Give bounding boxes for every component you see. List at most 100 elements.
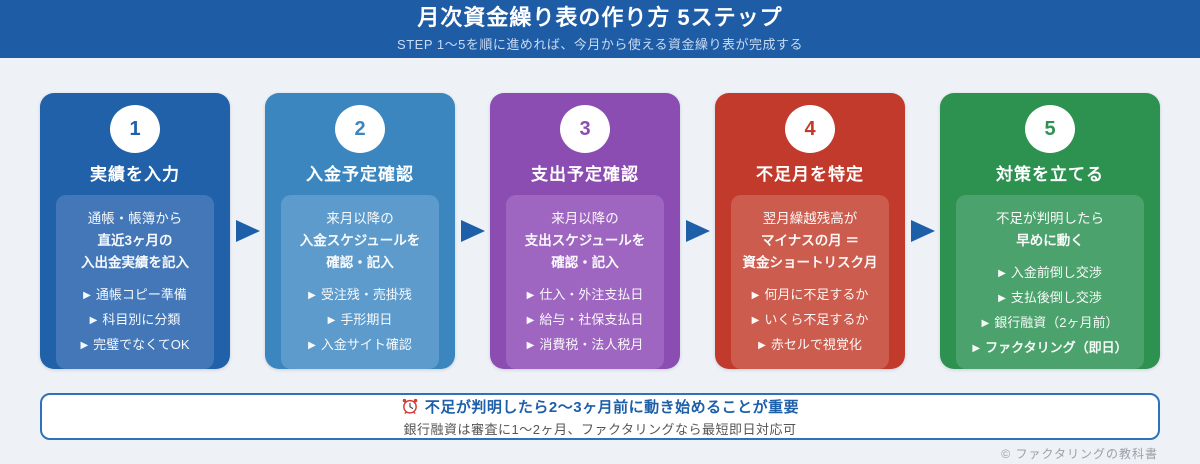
bullet-text: 入金サイト確認	[320, 337, 412, 352]
arrow-right-icon	[910, 220, 935, 242]
step-title: 不足月を特定	[756, 165, 864, 184]
step-detail-panel: 来月以降の 支出スケジュールを 確認・記入 ▶仕入・外注支払日 ▶給与・社保支払…	[506, 195, 664, 369]
page-title: 月次資金繰り表の作り方 5ステップ	[417, 4, 783, 30]
triangle-bullet-icon: ▶	[758, 340, 766, 351]
alarm-clock-icon	[401, 397, 419, 415]
bullet-item: ▶ 通帳コピー準備	[60, 283, 210, 308]
step-connector	[905, 93, 940, 369]
step-bullets: ▶ 入金前倒し交渉 ▶ 支払後倒し交渉 ▶ 銀行融資（2ヶ月前） ▶ ファクタリング（即…	[960, 261, 1140, 361]
page-subtitle: STEP 1〜5を順に進めれば、今月から使える資金繰り表が完成する	[397, 37, 803, 53]
step-lead: 通帳・帳簿から 直近3ヶ月の 入出金実績を記入	[60, 208, 210, 274]
triangle-bullet-icon: ▶	[83, 290, 91, 301]
bullet-item: ▶ 支払後倒し交渉	[960, 286, 1140, 311]
lead-line: 翌月繰越残高が	[762, 211, 858, 226]
bullet-item: ▶ 完璧でなくてOK	[60, 333, 210, 358]
arrow-right-icon	[685, 220, 710, 242]
bullet-text: 通帳コピー準備	[95, 287, 187, 302]
copyright: © ファクタリングの教科書	[1001, 447, 1158, 461]
bullet-text: いくら不足するか	[764, 312, 869, 327]
triangle-bullet-icon: ▶	[89, 315, 98, 326]
bullet-text: 受注残・売掛残	[320, 287, 412, 302]
step-bullets: ▶ 仕入・外注支払日 ▶給与・社保支払日 ▶ 消費税・法人税月	[510, 283, 660, 358]
step-card-2: 2 入金予定確認 来月以降の 入金スケジュールを 確認・記入 ▶受注残・売掛残 …	[265, 93, 455, 369]
note-headline-text: 不足が判明したら2〜3ヶ月前に動き始めることが重要	[424, 398, 800, 416]
bullet-text: 入金前倒し交渉	[1010, 265, 1102, 280]
triangle-bullet-icon: ▶	[80, 340, 89, 351]
step-number-badge: 5	[1025, 105, 1075, 153]
step-number: 3	[579, 117, 591, 140]
lead-line: 直近3ヶ月の	[97, 233, 173, 248]
lead-line: 早めに動く	[1016, 233, 1084, 248]
bullet-item: ▶ 仕入・外注支払日	[510, 283, 660, 308]
bullet-item: ▶ 手形期日	[285, 308, 435, 333]
step-number-badge: 2	[335, 105, 385, 153]
lead-line: 支出スケジュールを	[524, 233, 646, 248]
step-lead: 来月以降の 入金スケジュールを 確認・記入	[285, 208, 435, 274]
bullet-item: ▶受注残・売掛残	[285, 283, 435, 308]
bullet-item: ▶給与・社保支払日	[510, 308, 660, 333]
header-banner: 月次資金繰り表の作り方 5ステップ STEP 1〜5を順に進めれば、今月から使え…	[0, 0, 1200, 58]
lead-line: 不足が判明したら	[996, 211, 1104, 226]
bullet-text: 仕入・外注支払日	[539, 287, 644, 302]
triangle-bullet-icon: ▶	[327, 315, 336, 326]
lead-line: 来月以降の	[326, 211, 394, 226]
lead-line: 確認・記入	[326, 255, 394, 270]
step-detail-panel: 来月以降の 入金スケジュールを 確認・記入 ▶受注残・売掛残 ▶ 手形期日 ▶ 入金…	[281, 195, 439, 369]
step-card-1: 1 実績を入力 通帳・帳簿から 直近3ヶ月の 入出金実績を記入 ▶ 通帳コピー準備…	[40, 93, 230, 369]
step-number-badge: 3	[560, 105, 610, 153]
bullet-item: ▶ いくら不足するか	[735, 308, 885, 333]
triangle-bullet-icon: ▶	[998, 268, 1006, 279]
step-lead: 不足が判明したら 早めに動く	[960, 208, 1140, 252]
bullet-text: ファクタリング（即日）	[985, 340, 1128, 355]
step-title: 支出予定確認	[531, 165, 639, 184]
bullet-item: ▶ 消費税・法人税月	[510, 333, 660, 358]
lead-line: 入出金実績を記入	[81, 255, 189, 270]
bullet-text: 給与・社保支払日	[539, 312, 644, 327]
step-title: 実績を入力	[90, 165, 180, 184]
bullet-item: ▶ ファクタリング（即日）	[960, 336, 1140, 361]
arrow-right-icon	[460, 220, 485, 242]
triangle-bullet-icon: ▶	[526, 340, 535, 351]
step-title: 対策を立てる	[996, 165, 1104, 184]
step-card-3: 3 支出予定確認 来月以降の 支出スケジュールを 確認・記入 ▶ 仕入・外注支払日…	[490, 93, 680, 369]
step-connector	[455, 93, 490, 369]
step-card-5: 5 対策を立てる 不足が判明したら 早めに動く ▶ 入金前倒し交渉 ▶ 支払後倒し交…	[940, 93, 1160, 369]
step-number: 1	[129, 117, 141, 140]
bullet-item: ▶ 何月に不足するか	[735, 283, 885, 308]
triangle-bullet-icon: ▶	[751, 315, 760, 326]
bullet-text: 消費税・法人税月	[539, 337, 644, 352]
triangle-bullet-icon: ▶	[308, 340, 316, 351]
bullet-text: 完璧でなくてOK	[93, 337, 190, 352]
step-bullets: ▶ 何月に不足するか ▶ いくら不足するか ▶ 赤セルで視覚化	[735, 283, 885, 358]
triangle-bullet-icon: ▶	[751, 290, 760, 301]
note-box: 不足が判明したら2〜3ヶ月前に動き始めることが重要 銀行融資は審査に1〜2ヶ月、…	[40, 393, 1160, 440]
step-detail-panel: 翌月繰越残高が マイナスの月 ＝ 資金ショートリスク月 ▶ 何月に不足するか ▶ い…	[731, 195, 889, 369]
step-number: 2	[354, 117, 366, 140]
note-detail-text: 銀行融資は審査に1〜2ヶ月、ファクタリングなら最短即日対応可	[403, 421, 797, 437]
bullet-item: ▶ 赤セルで視覚化	[735, 333, 885, 358]
bullet-item: ▶ 入金サイト確認	[285, 333, 435, 358]
step-lead: 来月以降の 支出スケジュールを 確認・記入	[510, 208, 660, 274]
step-number-badge: 4	[785, 105, 835, 153]
step-detail-panel: 通帳・帳簿から 直近3ヶ月の 入出金実績を記入 ▶通帳コピー準備 ▶科目別に分類…	[56, 195, 214, 369]
lead-line: 資金ショートリスク月	[742, 255, 878, 270]
step-bullets: ▶通帳コピー準備 ▶科目別に分類 ▶完璧でなくてOK	[60, 283, 210, 358]
bullet-text: 赤セルで視覚化	[770, 337, 862, 352]
step-bullets: ▶受注残・売掛残 ▶ 手形期日 ▶ 入金サイト確認	[285, 283, 435, 358]
step-connector	[230, 93, 265, 369]
bullet-text: 支払後倒し交渉	[1010, 290, 1102, 305]
bullet-item: ▶ 銀行融資（2ヶ月前）	[960, 311, 1140, 336]
triangle-bullet-icon: ▶	[998, 293, 1006, 304]
step-lead: 翌月繰越残高が マイナスの月 ＝ 資金ショートリスク月	[735, 208, 885, 274]
lead-line: マイナスの月 ＝	[761, 233, 859, 248]
bullet-text: 手形期日	[340, 312, 393, 327]
triangle-bullet-icon: ▶	[526, 290, 535, 301]
triangle-bullet-icon: ▶	[972, 343, 981, 354]
arrow-right-icon	[235, 220, 260, 242]
bullet-text: 何月に不足するか	[764, 287, 869, 302]
lead-line: 確認・記入	[551, 255, 619, 270]
triangle-bullet-icon: ▶	[981, 318, 990, 329]
lead-line: 来月以降の	[551, 211, 619, 226]
bullet-text: 銀行融資（2ヶ月前）	[994, 315, 1119, 330]
step-title: 入金予定確認	[306, 165, 414, 184]
